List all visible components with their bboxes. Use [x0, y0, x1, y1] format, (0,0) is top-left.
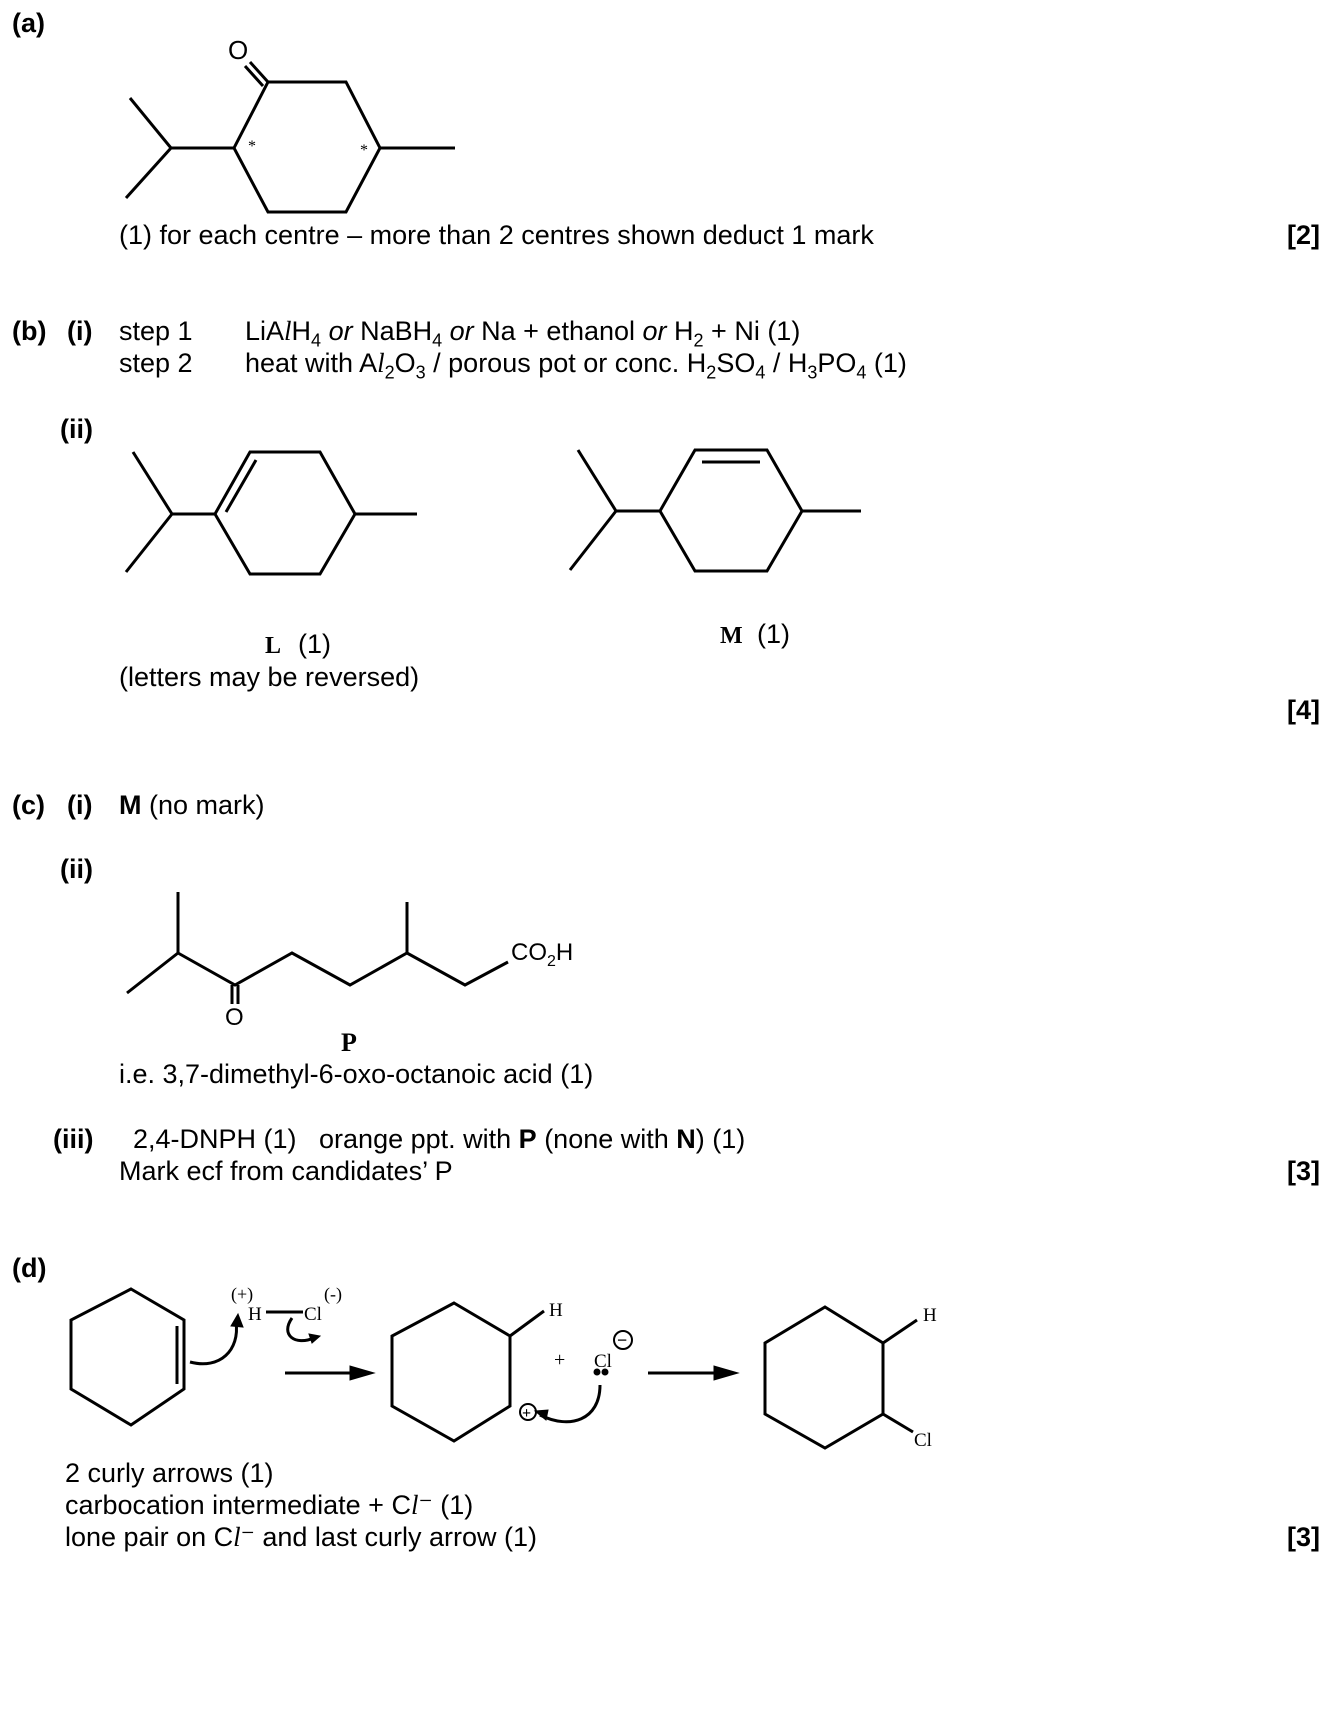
- mechanism: [69, 1287, 918, 1450]
- c-i-answer: M (no mark): [119, 790, 265, 820]
- step1-label: step 1: [119, 316, 193, 346]
- ring-L: [213, 450, 357, 576]
- cl-partial-negative: (-): [324, 1284, 342, 1305]
- cl-atom-reagent: Cl: [304, 1304, 322, 1325]
- arrowhead-1: [230, 1312, 244, 1328]
- structure-L-label: L: [265, 633, 282, 659]
- chiral-star-1: *: [248, 138, 256, 155]
- structure-P: [126, 892, 509, 1004]
- ketone-oxygen: O: [228, 35, 248, 65]
- structure-ketone: [124, 60, 455, 214]
- structure-M-mark: (1): [757, 619, 790, 649]
- chiral-star-2: *: [360, 142, 368, 159]
- part-c-i-label: (i): [67, 790, 93, 820]
- reaction-arrowhead-1: [349, 1365, 376, 1381]
- arrowhead-3: [533, 1409, 549, 1421]
- isopropyl-arm-L2: [124, 513, 174, 573]
- h-partial-positive: (+): [231, 1284, 253, 1305]
- product-cl-bond: [882, 1412, 914, 1434]
- letters-reversed-note: (letters may be reversed): [119, 662, 420, 692]
- carbonyl-bond-1: [248, 60, 270, 84]
- chain-P: [126, 951, 509, 995]
- structure-L-mark: (1): [298, 629, 331, 659]
- d-note-1: 2 curly arrows (1): [65, 1458, 274, 1488]
- p-systematic-name: i.e. 3,7-dimethyl-6-oxo-octanoic acid (1…: [119, 1059, 594, 1089]
- d-note-2: carbocation intermediate + Cl⁻ (1): [65, 1490, 474, 1520]
- marks-a: [2]: [1287, 220, 1320, 250]
- marks-d: [3]: [1287, 1522, 1320, 1552]
- product-h-bond: [882, 1318, 918, 1345]
- step2-label: step 2: [119, 348, 193, 378]
- isopropyl-arm-L1: [131, 451, 174, 515]
- step2-reagents: heat with Al2O3 / porous pot or conc. H2…: [245, 348, 907, 383]
- product-h-atom: H: [923, 1305, 937, 1326]
- structure-L: [124, 450, 417, 576]
- marks-b: [4]: [1287, 695, 1320, 725]
- section-c-label: (c): [12, 790, 45, 820]
- section-d-label: (d): [12, 1253, 47, 1283]
- isopropyl-arm-M2: [568, 510, 618, 571]
- curly-arrow-2: [286, 1317, 315, 1343]
- product-ring: [763, 1305, 885, 1450]
- carbonyl-bond-2: [243, 64, 265, 88]
- carbocation-h-bond: [509, 1309, 545, 1338]
- chiral-centre-note: (1) for each centre – more than 2 centre…: [119, 220, 874, 250]
- step1-reagents: LiAlH4 or NaBH4 or Na + ethanol or H2 + …: [245, 316, 801, 351]
- h-atom-reagent: H: [248, 1304, 262, 1325]
- anion-circle: [613, 1330, 633, 1350]
- part-b-i-label: (i): [67, 316, 93, 346]
- plus-sign: +: [554, 1349, 565, 1371]
- part-c-ii-label: (ii): [60, 854, 93, 884]
- section-a-label: (a): [12, 8, 45, 38]
- cation-plus-symbol: +: [522, 1405, 531, 1422]
- part-b-ii-label: (ii): [60, 414, 93, 444]
- anion-minus-symbol: −: [617, 1330, 627, 1350]
- lone-pair-dot-1: [593, 1368, 601, 1376]
- structure-M: [568, 448, 861, 573]
- carbocation-ring: [390, 1301, 512, 1443]
- p-oxygen: O: [225, 1004, 244, 1031]
- cyclohexene-ring: [69, 1287, 186, 1427]
- structure-M-label: M: [720, 623, 743, 649]
- carboxylic-acid-group: CO2H: [511, 939, 574, 970]
- lone-pair-dot-2: [601, 1368, 609, 1376]
- curly-arrow-3: [539, 1384, 602, 1424]
- curly-arrow-1: [189, 1321, 238, 1366]
- double-bond-L: [224, 459, 258, 513]
- part-c-iii-label: (iii): [53, 1124, 94, 1154]
- c-iii-ecf-note: Mark ecf from candidates’ P: [119, 1156, 453, 1186]
- isopropyl-arm-2: [124, 146, 173, 200]
- d-note-3: lone pair on Cl⁻ and last curly arrow (1…: [65, 1522, 537, 1552]
- structure-P-label: P: [341, 1028, 357, 1057]
- product-cl-atom: Cl: [914, 1430, 932, 1451]
- ring-M: [658, 448, 804, 573]
- carbocation-h-atom: H: [549, 1300, 563, 1321]
- isopropyl-arm-1: [128, 97, 173, 149]
- marks-c: [3]: [1287, 1156, 1320, 1186]
- c-iii-test: 2,4-DNPH (1) orange ppt. with P (none wi…: [133, 1124, 746, 1154]
- reaction-arrowhead-2: [713, 1365, 740, 1381]
- chloride-atom: Cl: [594, 1351, 612, 1372]
- section-b-label: (b): [12, 316, 47, 346]
- isopropyl-arm-M1: [576, 449, 618, 512]
- arrowhead-2: [308, 1333, 322, 1344]
